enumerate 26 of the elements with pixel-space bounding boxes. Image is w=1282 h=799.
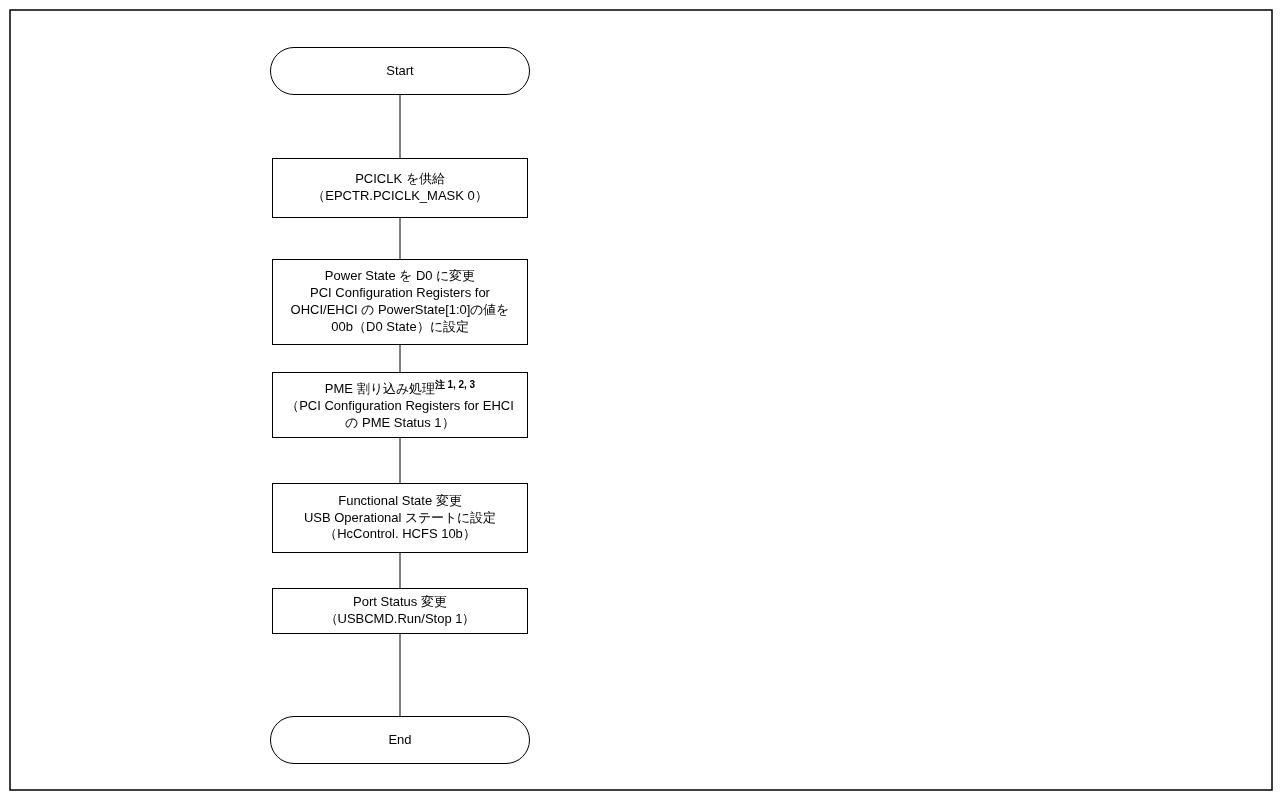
step-text: （PCI Configuration Registers for EHCI の PME Status 1） bbox=[285, 398, 515, 432]
process-box bbox=[272, 483, 528, 553]
step-text: End bbox=[388, 731, 412, 749]
step-text: Functional State 変更 bbox=[338, 492, 462, 510]
connector-line bbox=[399, 344, 401, 373]
step-text: Port Status 変更 bbox=[353, 594, 447, 611]
connector-line bbox=[399, 633, 401, 717]
step-text: PME 割り込み処理$^{注 1, 2, 3}$ bbox=[324, 378, 476, 399]
step-text: （EPCTR.PCICLK_MASK 0） bbox=[312, 188, 488, 205]
connector-line bbox=[399, 552, 401, 589]
process-box bbox=[272, 372, 528, 438]
process-box bbox=[272, 588, 528, 634]
process-box bbox=[272, 158, 528, 218]
terminal-box bbox=[270, 716, 530, 764]
connector-line bbox=[399, 94, 401, 159]
connector-line bbox=[399, 217, 401, 260]
step-text: Power State を D0 に変更 bbox=[324, 268, 476, 286]
step-text: USB Operational ステートに設定 bbox=[303, 509, 497, 527]
step-text: Start bbox=[386, 62, 414, 80]
step-text: （HcControl. HCFS 10b） bbox=[324, 526, 476, 544]
step-text: PCI Configuration Registers for OHCI/EHCI の PowerState[1:0]の値を 00b（D0 State）に設定 bbox=[289, 285, 511, 336]
terminal-box bbox=[270, 47, 530, 95]
connector-line bbox=[399, 437, 401, 484]
process-box bbox=[272, 259, 528, 345]
step-text: PCICLK を供給 bbox=[355, 171, 445, 188]
step-text: （USBCMD.Run/Stop 1） bbox=[324, 611, 476, 628]
